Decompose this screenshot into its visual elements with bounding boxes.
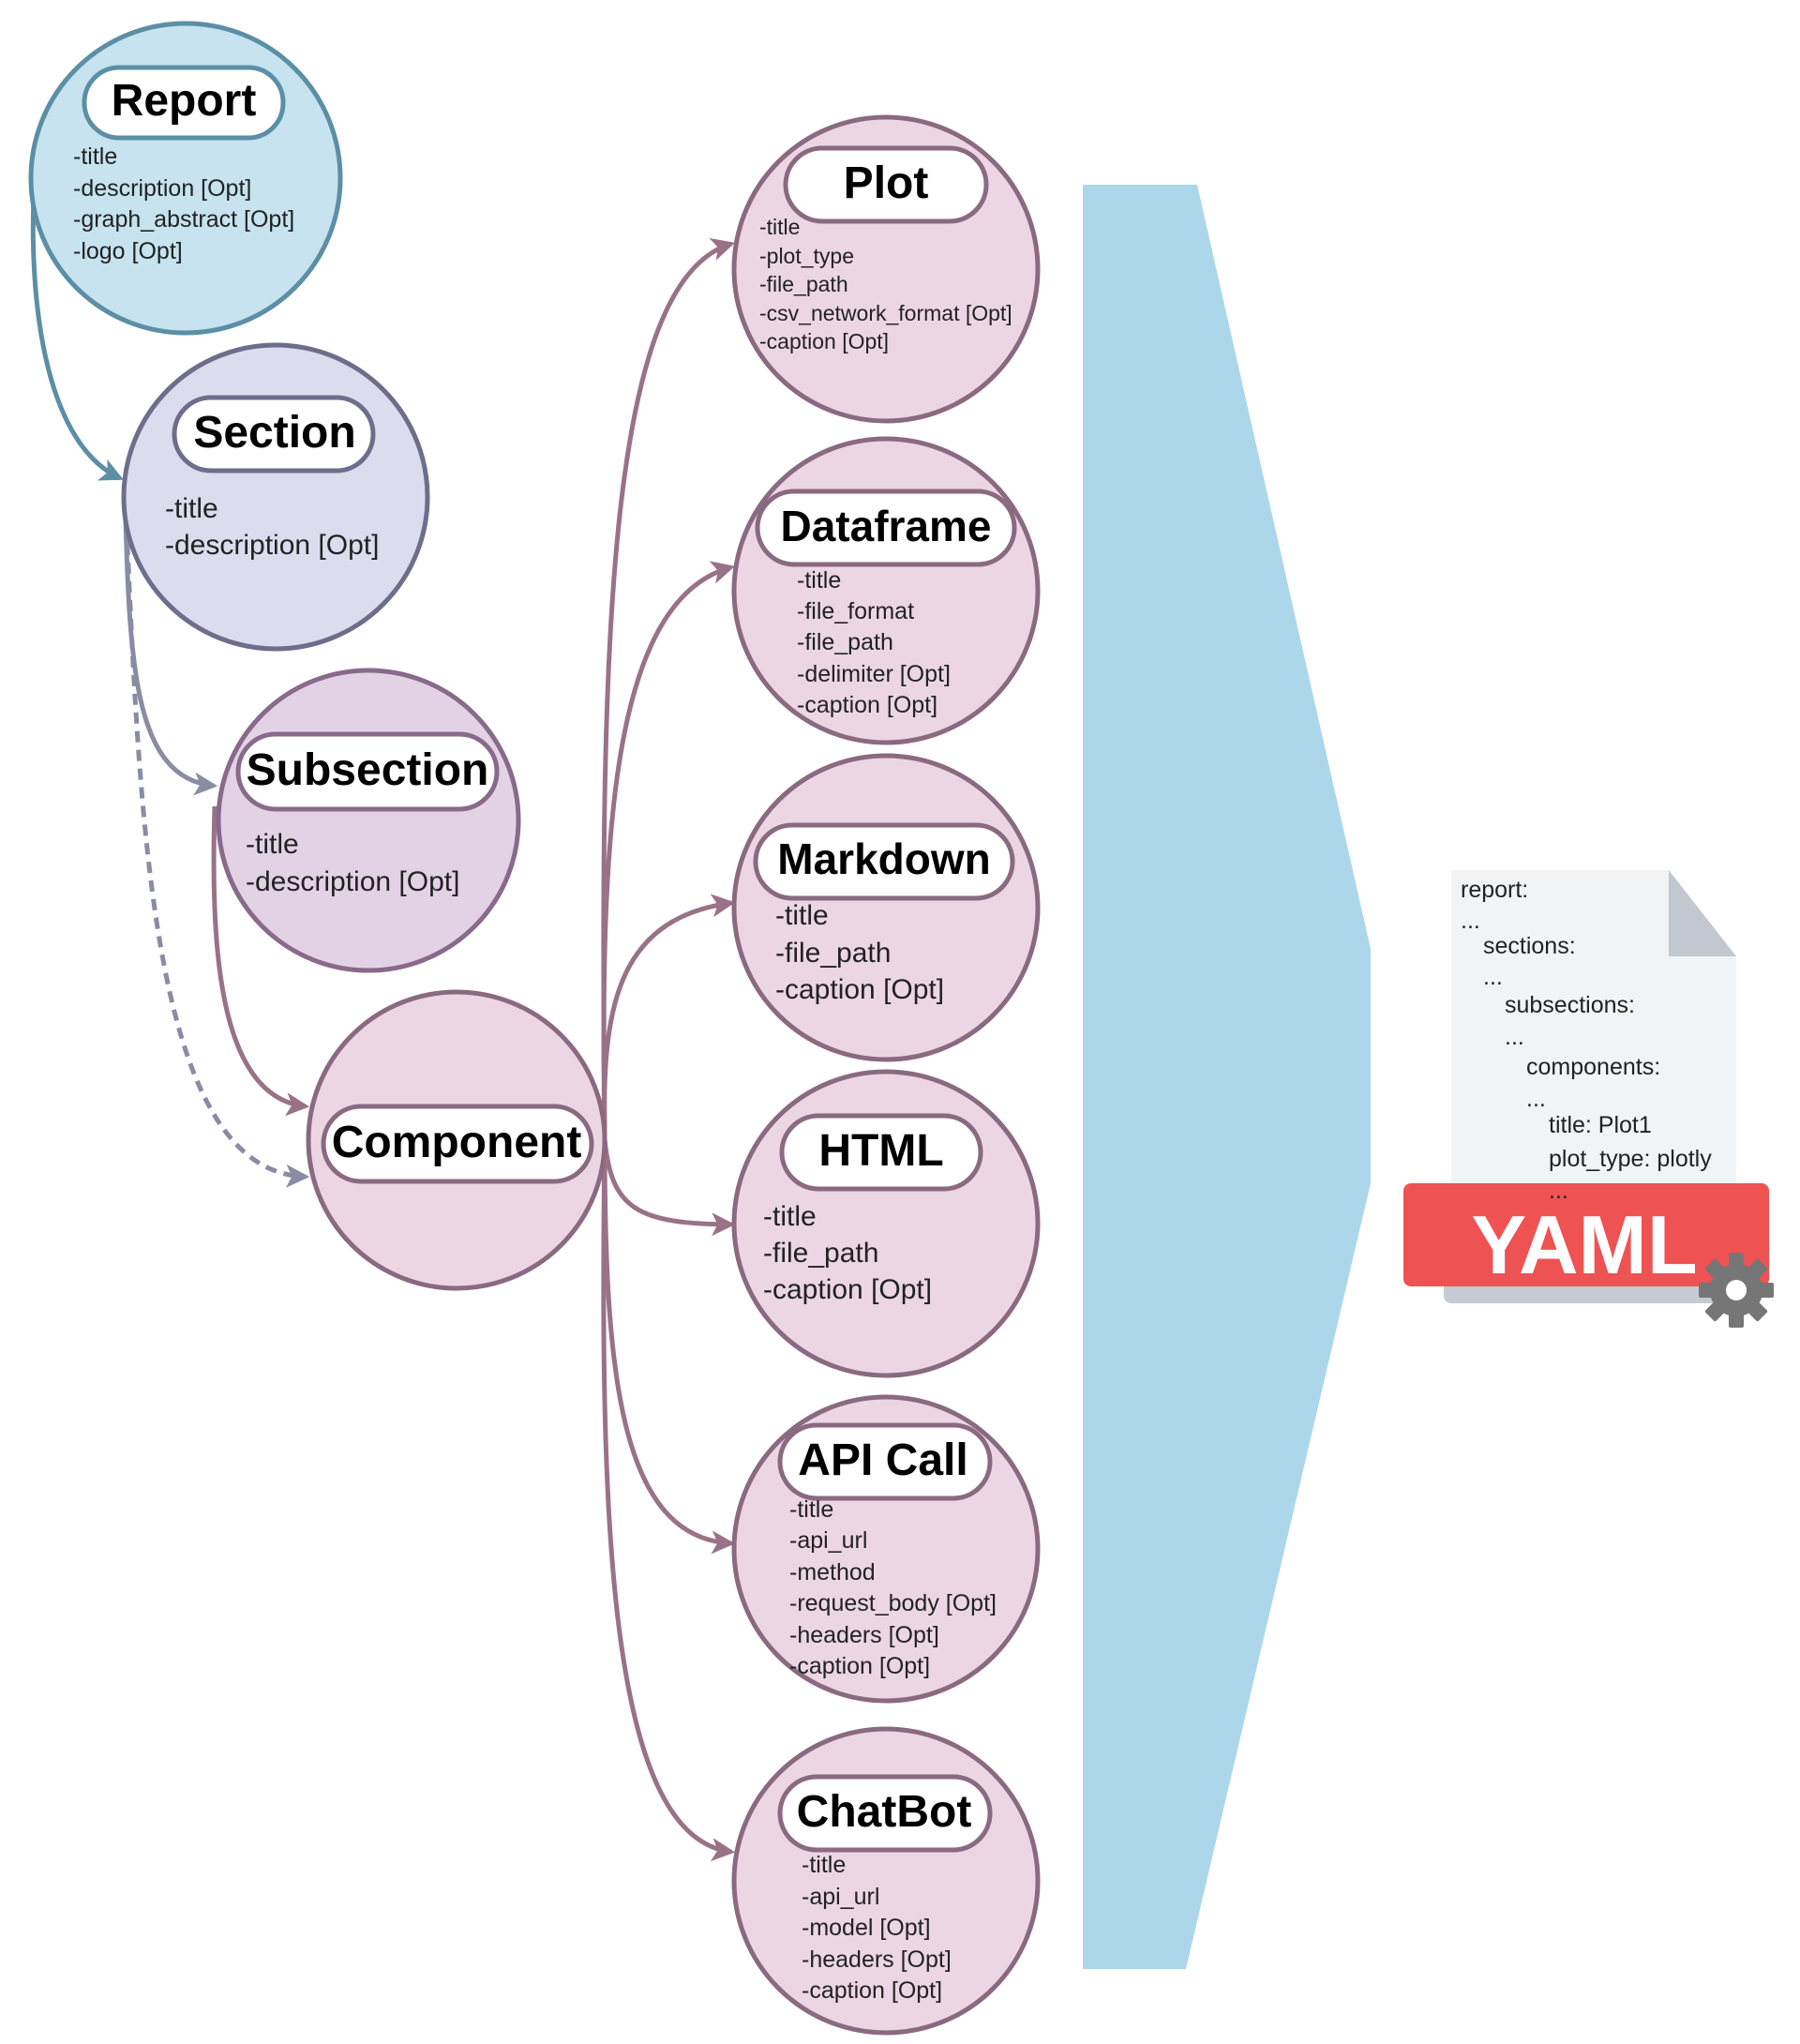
yaml-document-page bbox=[1451, 870, 1736, 1286]
node-report-field: -description [Opt] bbox=[73, 175, 251, 202]
arrow-component-to-dataframe bbox=[601, 561, 736, 1140]
node-html-field: -caption [Opt] bbox=[763, 1274, 932, 1305]
node-api-call-field: -request_body [Opt] bbox=[789, 1590, 997, 1616]
node-plot-field: -caption [Opt] bbox=[759, 329, 889, 353]
yaml-line: ... bbox=[1505, 1024, 1524, 1050]
yaml-line: ... bbox=[1461, 908, 1480, 934]
node-dataframe-field: -file_path bbox=[797, 629, 893, 655]
yaml-document: YAML report: ... sections: ... subsectio… bbox=[1403, 870, 1774, 1328]
node-api-call-field: -caption [Opt] bbox=[789, 1653, 930, 1679]
arrow-component-to-markdown bbox=[602, 894, 736, 1140]
yaml-line: sections: bbox=[1483, 933, 1576, 959]
node-subsection-title: Subsection bbox=[247, 745, 489, 795]
node-chatbot-field: -headers [Opt] bbox=[802, 1946, 952, 1973]
node-section-field: -title bbox=[165, 493, 218, 524]
yaml-document-banner bbox=[1403, 1183, 1769, 1286]
node-markdown-field: -file_path bbox=[775, 938, 891, 969]
yaml-line: subsections: bbox=[1505, 992, 1635, 1018]
node-report-field: -logo [Opt] bbox=[73, 238, 183, 264]
node-markdown: Markdown -title -file_path -caption [Opt… bbox=[731, 753, 1041, 1062]
node-plot-field: -file_path bbox=[759, 272, 848, 296]
node-plot-title: Plot bbox=[844, 158, 929, 208]
node-report-field: -graph_abstract [Opt] bbox=[73, 206, 294, 233]
node-api-call-title: API Call bbox=[798, 1435, 968, 1485]
node-dataframe-field: -title bbox=[797, 567, 841, 594]
yaml-line: components: bbox=[1526, 1054, 1660, 1080]
node-component: Component bbox=[306, 989, 608, 1291]
node-subsection-field: -description [Opt] bbox=[246, 866, 459, 897]
arrow-component-to-plot bbox=[601, 237, 735, 1140]
node-subsection: Subsection -title -description [Opt] bbox=[216, 668, 521, 973]
arrow-component-to-html bbox=[602, 1138, 736, 1237]
yaml-document-fold bbox=[1669, 870, 1736, 956]
funnel-shape bbox=[1083, 185, 1371, 1969]
node-api-call-field: -headers [Opt] bbox=[789, 1622, 939, 1648]
arrow-section-to-component-dashed bbox=[124, 524, 310, 1188]
node-dataframe-field: -delimiter [Opt] bbox=[797, 661, 951, 687]
node-chatbot-field: -api_url bbox=[802, 1884, 879, 1910]
yaml-line: ... bbox=[1549, 1178, 1568, 1204]
node-api-call-field: -api_url bbox=[789, 1527, 867, 1554]
node-markdown-field: -title bbox=[775, 900, 829, 931]
gear-icon bbox=[1699, 1253, 1774, 1328]
node-plot-field: -plot_type bbox=[759, 244, 854, 268]
node-section-title: Section bbox=[193, 408, 355, 458]
node-plot-field: -title bbox=[759, 215, 800, 239]
arrow-component-to-chatbot bbox=[601, 1138, 736, 1862]
node-section-field: -description [Opt] bbox=[165, 530, 379, 561]
node-markdown-title: Markdown bbox=[777, 834, 990, 883]
node-chatbot-title: ChatBot bbox=[797, 1787, 972, 1837]
node-html-title: HTML bbox=[818, 1126, 943, 1176]
node-chatbot: ChatBot -title -api_url -model [Opt] -he… bbox=[731, 1726, 1041, 2036]
node-dataframe-field: -file_format bbox=[797, 598, 914, 624]
node-dataframe: Dataframe -title -file_format -file_path… bbox=[731, 436, 1041, 745]
yaml-line: report: bbox=[1461, 877, 1528, 903]
node-plot-field: -csv_network_format [Opt] bbox=[759, 301, 1012, 325]
node-html-field: -file_path bbox=[763, 1238, 878, 1269]
node-chatbot-field: -model [Opt] bbox=[802, 1915, 931, 1941]
yaml-line: ... bbox=[1483, 964, 1503, 990]
node-markdown-field: -caption [Opt] bbox=[775, 974, 944, 1005]
node-subsection-field: -title bbox=[246, 829, 299, 860]
node-html: HTML -title -file_path -caption [Opt] bbox=[731, 1069, 1041, 1378]
arrow-subsection-to-component bbox=[211, 805, 310, 1117]
node-chatbot-field: -caption [Opt] bbox=[802, 1977, 942, 2004]
node-api-call-field: -method bbox=[789, 1559, 876, 1586]
node-component-title: Component bbox=[332, 1118, 582, 1167]
node-api-call-field: -title bbox=[789, 1496, 833, 1523]
node-report: Report -title -description [Opt] -graph_… bbox=[28, 21, 343, 336]
yaml-banner-text: YAML bbox=[1471, 1198, 1697, 1291]
node-html-field: -title bbox=[763, 1201, 817, 1232]
node-dataframe-field: -caption [Opt] bbox=[797, 692, 938, 718]
node-api-call: API Call -title -api_url -method -reques… bbox=[731, 1394, 1041, 1704]
node-dataframe-title: Dataframe bbox=[781, 502, 992, 550]
node-chatbot-field: -title bbox=[802, 1852, 846, 1878]
yaml-line: title: Plot1 bbox=[1549, 1112, 1652, 1138]
node-report-title: Report bbox=[112, 76, 257, 126]
node-report-field: -title bbox=[73, 143, 117, 170]
arrow-report-to-section bbox=[30, 177, 124, 481]
node-plot: Plot -title -plot_type -file_path -csv_n… bbox=[731, 114, 1041, 424]
yaml-line: ... bbox=[1526, 1086, 1546, 1112]
node-section: Section -title -description [Opt] bbox=[121, 342, 430, 652]
yaml-line: plot_type: plotly bbox=[1549, 1146, 1712, 1172]
